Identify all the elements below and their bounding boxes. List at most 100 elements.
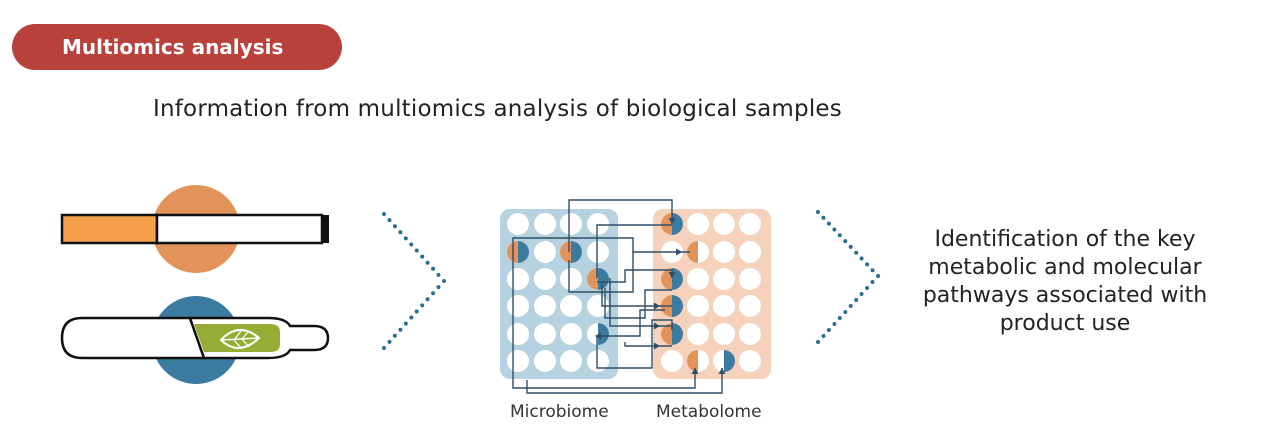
connector-line bbox=[512, 237, 634, 252]
chevron-dot bbox=[392, 224, 397, 229]
well bbox=[739, 350, 761, 372]
connector-line bbox=[596, 319, 673, 369]
arrowhead bbox=[676, 248, 682, 256]
chevron-dot bbox=[403, 321, 408, 326]
well bbox=[713, 323, 735, 345]
arrowhead bbox=[595, 332, 601, 340]
well bbox=[560, 295, 582, 317]
well bbox=[560, 213, 582, 235]
chevron-dot bbox=[859, 292, 864, 296]
arrowhead bbox=[654, 302, 660, 310]
well bbox=[739, 268, 761, 290]
well bbox=[661, 350, 683, 372]
chevron-dot bbox=[870, 280, 875, 284]
chevron-dot bbox=[387, 339, 392, 344]
chevron-dot bbox=[420, 303, 425, 308]
chevron-dot bbox=[837, 233, 842, 238]
chevron-dot bbox=[431, 291, 436, 296]
connector-line bbox=[596, 224, 672, 278]
chevron-dot bbox=[843, 239, 848, 244]
well bbox=[534, 241, 556, 263]
chevron-dot bbox=[436, 285, 441, 290]
chevron-dot bbox=[848, 244, 853, 249]
well bbox=[687, 268, 709, 290]
well-blue-half bbox=[598, 268, 609, 290]
section-badge: Multiomics analysis bbox=[12, 24, 342, 70]
arrowhead bbox=[668, 272, 676, 278]
chevron-dot bbox=[409, 242, 414, 247]
connector-line bbox=[601, 282, 672, 307]
well-blue-half bbox=[672, 295, 683, 317]
well-orange-half bbox=[560, 241, 571, 263]
connector-line bbox=[604, 288, 672, 319]
chevron-dot bbox=[409, 315, 414, 320]
chevron-dot bbox=[436, 272, 441, 277]
well bbox=[507, 323, 529, 345]
chevron-dot bbox=[859, 256, 864, 261]
arrowhead bbox=[654, 322, 660, 330]
well bbox=[587, 295, 609, 317]
connector-line bbox=[512, 252, 696, 389]
arrowhead bbox=[668, 218, 676, 224]
well bbox=[534, 268, 556, 290]
well bbox=[739, 295, 761, 317]
well bbox=[739, 241, 761, 263]
well-blue-half bbox=[672, 268, 683, 290]
well bbox=[687, 213, 709, 235]
chevron-dot bbox=[826, 221, 831, 226]
well-orange-half bbox=[661, 323, 672, 345]
chevron-dot bbox=[398, 327, 403, 332]
leaf-icon bbox=[219, 329, 261, 349]
heated-tobacco-stick-icon bbox=[60, 296, 330, 384]
chevron-dot bbox=[865, 262, 870, 267]
well bbox=[687, 323, 709, 345]
well-grid bbox=[507, 213, 761, 372]
well bbox=[713, 268, 735, 290]
well-blue-half bbox=[571, 241, 582, 263]
well bbox=[507, 213, 529, 235]
metabolome-label: Metabolome bbox=[656, 402, 762, 422]
well bbox=[507, 350, 529, 372]
well bbox=[534, 295, 556, 317]
connector-line bbox=[526, 368, 723, 394]
chevron-dot bbox=[392, 333, 397, 338]
well-blue-half bbox=[672, 323, 683, 345]
well bbox=[507, 295, 529, 317]
chevron-dot bbox=[832, 227, 837, 232]
connector-line bbox=[568, 251, 690, 293]
cigarette-paper bbox=[155, 213, 324, 245]
well-blue-half bbox=[724, 350, 735, 372]
well bbox=[713, 241, 735, 263]
cigarette-tip bbox=[322, 215, 329, 243]
chevron-dot bbox=[854, 250, 859, 255]
chevron-dot bbox=[854, 298, 859, 302]
well-orange-half bbox=[687, 241, 698, 263]
well bbox=[507, 268, 529, 290]
connector-arrowheads bbox=[595, 218, 726, 374]
arrowhead bbox=[718, 368, 726, 374]
chevron-dot bbox=[837, 316, 842, 320]
chevron-dotted-icon bbox=[816, 210, 880, 344]
chevron-dot bbox=[848, 304, 853, 308]
microbiome-label: Microbiome bbox=[510, 402, 609, 422]
well bbox=[587, 241, 609, 263]
connector-line bbox=[597, 309, 665, 337]
well-blue-half bbox=[518, 241, 529, 263]
chevron-dot bbox=[816, 210, 820, 214]
result-text: Identification of the key metabolic and … bbox=[922, 227, 1208, 336]
well bbox=[534, 213, 556, 235]
chevron-dot bbox=[865, 286, 870, 290]
chevron-dot bbox=[821, 334, 826, 338]
chevron-dot bbox=[870, 268, 875, 273]
well bbox=[534, 323, 556, 345]
well bbox=[687, 295, 709, 317]
chevron-dot bbox=[826, 328, 831, 332]
chevron-dot bbox=[382, 212, 386, 216]
chevron-dot bbox=[414, 309, 419, 314]
leaf-label-band bbox=[194, 324, 280, 352]
well bbox=[534, 350, 556, 372]
arrowhead bbox=[654, 342, 660, 350]
chevron-dot bbox=[420, 254, 425, 259]
chevron-dot bbox=[843, 310, 848, 314]
well bbox=[560, 350, 582, 372]
